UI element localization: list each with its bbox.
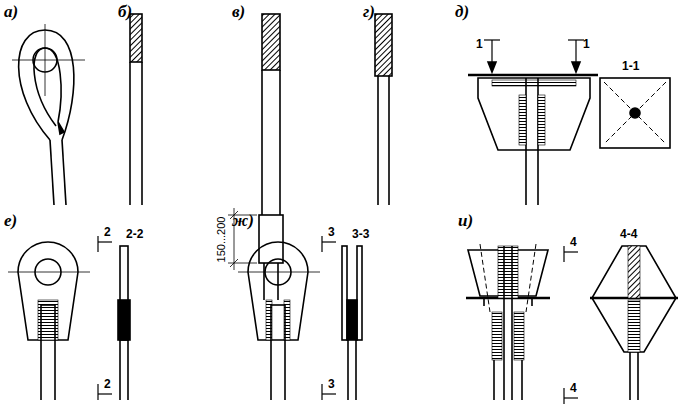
figure-letter: а) — [4, 3, 18, 20]
section-mark: 2 — [104, 226, 111, 238]
section-title: 4-4 — [620, 228, 637, 240]
dimension-text: 150...200 — [217, 216, 228, 262]
section-mark: 3 — [328, 378, 335, 390]
section-mark: 3 — [328, 226, 335, 238]
figure-letter: ж) — [232, 212, 254, 229]
figure-letter: г) — [363, 3, 375, 20]
figure-letter: и) — [458, 212, 473, 229]
figure-letter: д) — [455, 3, 469, 20]
section-title: 2-2 — [126, 228, 143, 240]
section-mark: 4 — [570, 382, 577, 394]
section-title: 3-3 — [352, 228, 369, 240]
section-mark: 2 — [104, 378, 111, 390]
section-mark: 4 — [570, 236, 577, 248]
section-title: 1-1 — [622, 60, 639, 72]
figure-letter: б) — [118, 3, 132, 20]
figure-letter: в) — [232, 3, 245, 20]
section-mark: 1 — [583, 38, 590, 50]
section-mark: 1 — [476, 38, 483, 50]
figure-letter: е) — [4, 212, 17, 229]
